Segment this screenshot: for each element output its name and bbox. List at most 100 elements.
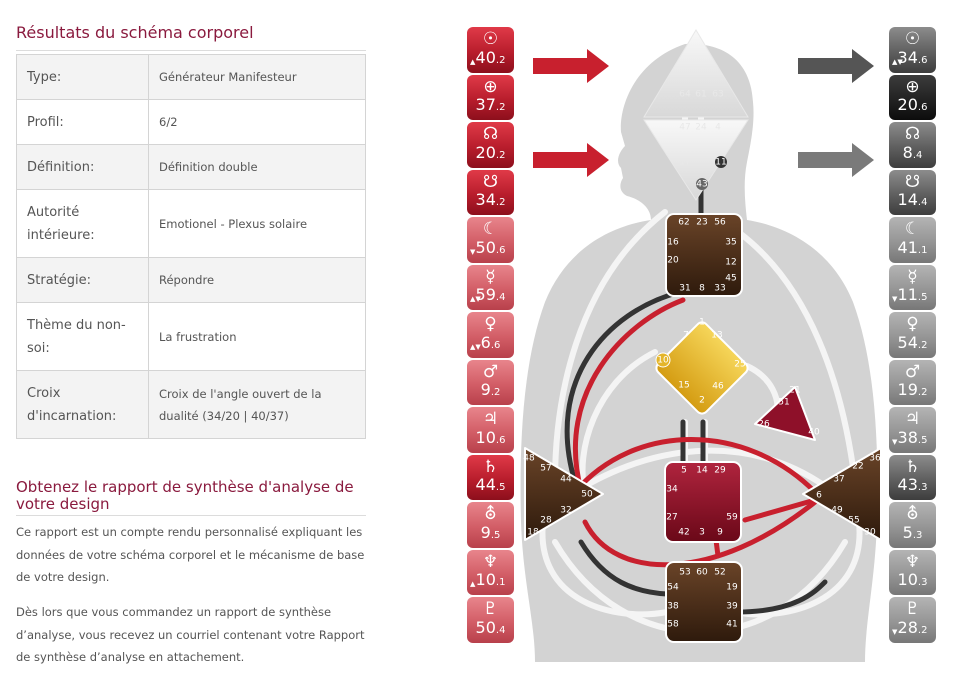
arrow-right-icon	[798, 49, 874, 83]
neptune-icon: ♆	[904, 551, 921, 572]
planet-box[interactable]: ♇▼28.2	[889, 597, 936, 643]
planet-gate: 44.5	[467, 476, 514, 497]
gate-label: 54	[667, 583, 679, 593]
gate-number: 34	[475, 190, 496, 209]
gate-label: 53	[679, 568, 690, 578]
planet-box[interactable]: ☿▲▼59.4	[467, 264, 514, 310]
uranus-icon: ⛢	[484, 504, 497, 524]
planet-box[interactable]: ♆▲10.1	[467, 549, 514, 595]
planet-gate: 14.4	[889, 191, 936, 212]
gate-number: 59	[475, 285, 496, 304]
planet-gate: 43.3	[889, 476, 936, 497]
root-gate-labels: 53 60 52 54 19 38 39 58 41	[667, 568, 738, 630]
line-number: .2	[917, 387, 928, 398]
gate-number: 19	[897, 380, 918, 399]
property-label: Thème du non-soi:	[16, 302, 149, 371]
planet-box[interactable]: ☉▲▼34.6	[889, 27, 936, 73]
gate-label: 11	[715, 158, 726, 168]
planet-box[interactable]: ☊20.2	[467, 122, 514, 168]
table-row: Thème du non-soi: La frustration	[16, 302, 366, 371]
planet-box[interactable]: ☿▼11.5	[889, 264, 936, 310]
bodygraph: 64 61 63 47 24 4 17 11 43 62 23 56 16 35…	[520, 29, 882, 662]
exaltation-marker: ▼	[470, 247, 476, 256]
gate-label: 24	[695, 123, 707, 133]
gate-marker	[715, 156, 727, 168]
gate-number: 14	[897, 190, 918, 209]
planet-box[interactable]: ♄44.5	[467, 454, 514, 500]
planet-box[interactable]: ⛢9.5	[467, 502, 514, 548]
property-value: Générateur Manifesteur	[148, 54, 366, 100]
planet-gate: 10.1	[467, 571, 514, 592]
planet-gate: 8.4	[889, 143, 936, 165]
planet-gate: 20.6	[889, 96, 936, 117]
property-value: Définition double	[148, 144, 366, 190]
gate-label: 27	[666, 513, 677, 523]
line-number: .2	[495, 149, 506, 161]
line-number: .2	[490, 387, 501, 398]
g-center	[655, 321, 749, 415]
heart-center	[754, 386, 816, 441]
gate-label: 63	[712, 90, 723, 100]
property-value: Emotionel - Plexus solaire	[148, 189, 366, 258]
planet-box[interactable]: ♀▲▼6.6	[467, 312, 514, 358]
gate-number: 20	[897, 95, 918, 114]
venus-icon: ♀	[484, 314, 497, 334]
line-number: .4	[495, 292, 506, 303]
planet-box[interactable]: ☋14.4	[889, 169, 936, 215]
exaltation-marker: ▼	[892, 295, 898, 303]
page-title: Résultats du schéma corporel	[16, 23, 254, 42]
gate-label: 46	[712, 382, 724, 392]
planet-gate: 54.2	[889, 333, 936, 355]
property-label: Profil:	[16, 99, 149, 145]
planet-box[interactable]: ⛢5.3	[889, 502, 936, 548]
gate-marker	[655, 352, 671, 368]
gate-label: 4	[715, 123, 721, 133]
gate-label: 16	[667, 238, 679, 248]
planet-box[interactable]: ♂19.2	[889, 359, 936, 405]
planet-gate: 9.2	[467, 381, 514, 402]
planet-box[interactable]: ♂9.2	[467, 359, 514, 405]
gate-number: 28	[897, 617, 918, 637]
synthesis-divider	[16, 515, 366, 516]
planet-box[interactable]: ♆10.3	[889, 549, 936, 595]
arrow-right-icon	[533, 49, 609, 83]
gate-label: 58	[667, 620, 679, 630]
gate-label: 39	[726, 602, 738, 612]
property-label: Autorité intérieure:	[16, 189, 149, 258]
gate-label: 13	[711, 331, 722, 341]
planet-box[interactable]: ⊕37.2	[467, 74, 514, 120]
g-gate-labels: 1 13 7 10 25 15 46 2	[655, 318, 746, 406]
planet-box[interactable]: ⊕20.6	[889, 74, 936, 120]
planet-box[interactable]: ☉▲40.2	[467, 27, 514, 73]
planet-box[interactable]: ♄43.3	[889, 454, 936, 500]
line-number: .4	[917, 197, 928, 208]
property-value: 6/2	[148, 99, 366, 145]
properties-table: Type: Générateur Manifesteur Profil: 6/2…	[16, 54, 366, 439]
planet-box[interactable]: ♀54.2	[889, 312, 936, 358]
gate-label: 55	[848, 516, 859, 526]
planet-box[interactable]: ♃10.6	[467, 407, 514, 453]
gate-label: 43	[696, 180, 707, 190]
north-node-icon: ☊	[904, 124, 921, 144]
neptune-icon: ♆	[482, 551, 499, 572]
sun-icon: ☉	[482, 29, 499, 49]
line-number: .2	[495, 102, 506, 113]
planet-box[interactable]: ☋34.2	[467, 169, 514, 215]
gate-label: 15	[678, 381, 689, 391]
planet-box[interactable]: ♃▼38.5	[889, 407, 936, 453]
planet-box[interactable]: ♇50.4	[467, 597, 514, 643]
gate-label: 20	[667, 256, 679, 266]
line-number: .4	[495, 624, 506, 636]
gate-label: 6	[816, 491, 822, 501]
planet-box[interactable]: ☊8.4	[889, 122, 936, 168]
planet-gate: 37.2	[467, 96, 514, 117]
planet-box[interactable]: ☾▼50.6	[467, 217, 514, 263]
gate-label: 59	[726, 513, 738, 523]
design-planet-column: ☉▲40.2⊕37.2☊20.2☋34.2☾▼50.6☿▲▼59.4♀▲▼6.6…	[467, 27, 514, 645]
gate-label: 12	[725, 258, 736, 268]
planet-gate: 59.4	[467, 286, 514, 307]
planet-box[interactable]: ☾41.1	[889, 217, 936, 263]
planet-gate: 20.2	[467, 143, 514, 165]
spleen-gate-labels: 48 57 44 50 32 28 18	[523, 454, 593, 538]
planet-gate: 11.5	[889, 286, 936, 307]
